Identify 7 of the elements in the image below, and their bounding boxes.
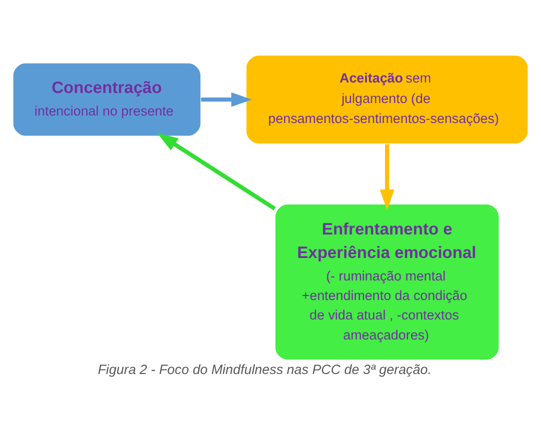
node-box: Aceitação sem julgamento (de pensamentos-sentimentos-sensações): [245, 54, 529, 145]
node-box: Enfrentamento e Experiência emocional (- ruminação mental +entendimento da condição de vida atual , -contextos ameaçadores): [274, 204, 500, 361]
node-box: Concentração intencional no presente: [12, 62, 202, 137]
arrow: [157, 133, 276, 210]
arrow: [201, 92, 252, 107]
caption: Figura 2 - Foco do Mindfulness nas PCC de 3ª geração.: [98, 362, 432, 377]
arrow: [380, 144, 394, 210]
